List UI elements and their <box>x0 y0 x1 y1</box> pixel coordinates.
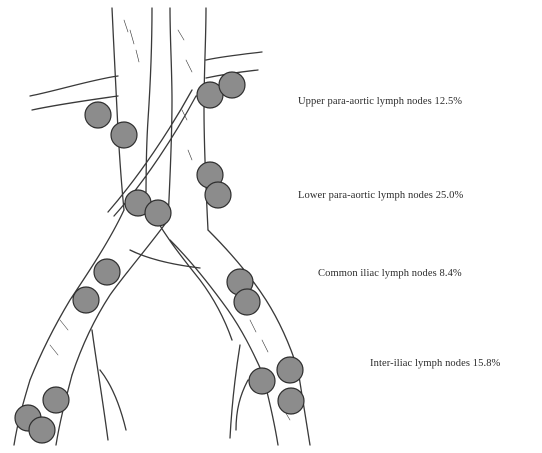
common-iliac-node <box>234 289 260 315</box>
right-internal-iliac <box>230 345 240 438</box>
upper-para-aortic-node <box>219 72 245 98</box>
inter-iliac-node <box>43 387 69 413</box>
inter-iliac-node <box>278 388 304 414</box>
upper-para-aortic-node <box>85 102 111 128</box>
common-iliac-label: Common iliac lymph nodes 8.4% <box>318 268 462 279</box>
common-iliac-node <box>94 259 120 285</box>
lower-para-aortic-node <box>145 200 171 226</box>
inter-iliac-label: Inter-iliac lymph nodes 15.8% <box>370 358 500 369</box>
inter-iliac-node <box>277 357 303 383</box>
inter-iliac-node <box>29 417 55 443</box>
upper-para-aortic-node <box>111 122 137 148</box>
left-internal-iliac <box>92 330 108 440</box>
left-internal-iliac-branch <box>100 370 126 430</box>
gonadal-vessel <box>108 90 192 212</box>
inter-iliac-node <box>249 368 275 394</box>
lower-para-aortic-label: Lower para-aortic lymph nodes 25.0% <box>298 190 463 201</box>
upper-para-aortic-label: Upper para-aortic lymph nodes 12.5% <box>298 96 462 107</box>
renal-artery-right <box>206 52 262 60</box>
lower-para-aortic-node <box>205 182 231 208</box>
right-internal-iliac-branch <box>236 380 248 430</box>
common-iliac-node <box>73 287 99 313</box>
vena-cava-left-wall <box>112 8 124 210</box>
aorta-left-wall <box>168 8 172 220</box>
renal-vein-left <box>30 76 118 96</box>
lymph-nodes <box>15 72 304 443</box>
crossing-vessel-2 <box>130 250 200 268</box>
